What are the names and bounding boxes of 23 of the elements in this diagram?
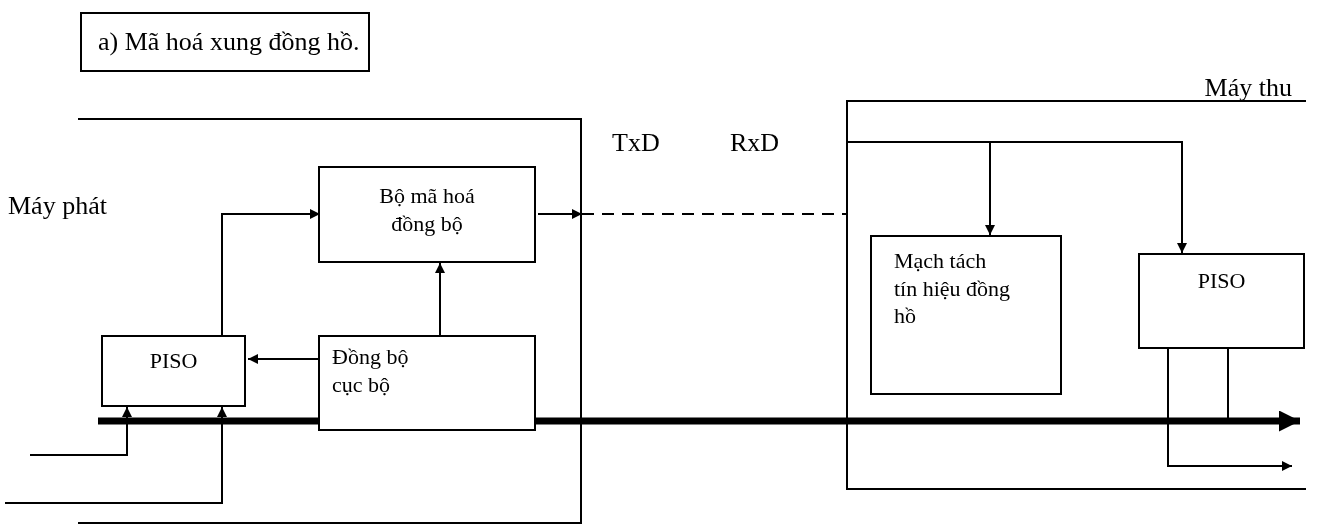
box-label: Bộ mã hoá đồng bộ: [378, 182, 476, 237]
arrow: [435, 262, 445, 336]
arrow: [1167, 348, 1293, 471]
title-box: [80, 12, 370, 72]
process-box: [1138, 253, 1305, 349]
arrow: [537, 209, 583, 219]
connector-line: [1227, 348, 1229, 419]
dashed-line: [581, 213, 847, 215]
process-box: [318, 166, 536, 263]
box-label: PISO: [148, 347, 199, 375]
section-heading: Máy phát: [8, 190, 107, 222]
process-box: [101, 335, 246, 407]
process-box: [318, 335, 536, 431]
signal-label: TxD: [612, 128, 660, 158]
box-label: a) Mã hoá xung đồng hồ.: [98, 26, 360, 58]
box-label: Mạch tách tín hiệu đồng hồ: [894, 247, 1012, 330]
arrow: [29, 406, 132, 456]
process-box: [870, 235, 1062, 395]
box-label: Đồng bộ cục bộ: [332, 343, 410, 398]
arrow: [4, 406, 227, 504]
box-label: PISO: [1196, 267, 1247, 295]
section-heading: Máy thu: [1204, 72, 1292, 104]
signal-label: RxD: [730, 128, 780, 158]
